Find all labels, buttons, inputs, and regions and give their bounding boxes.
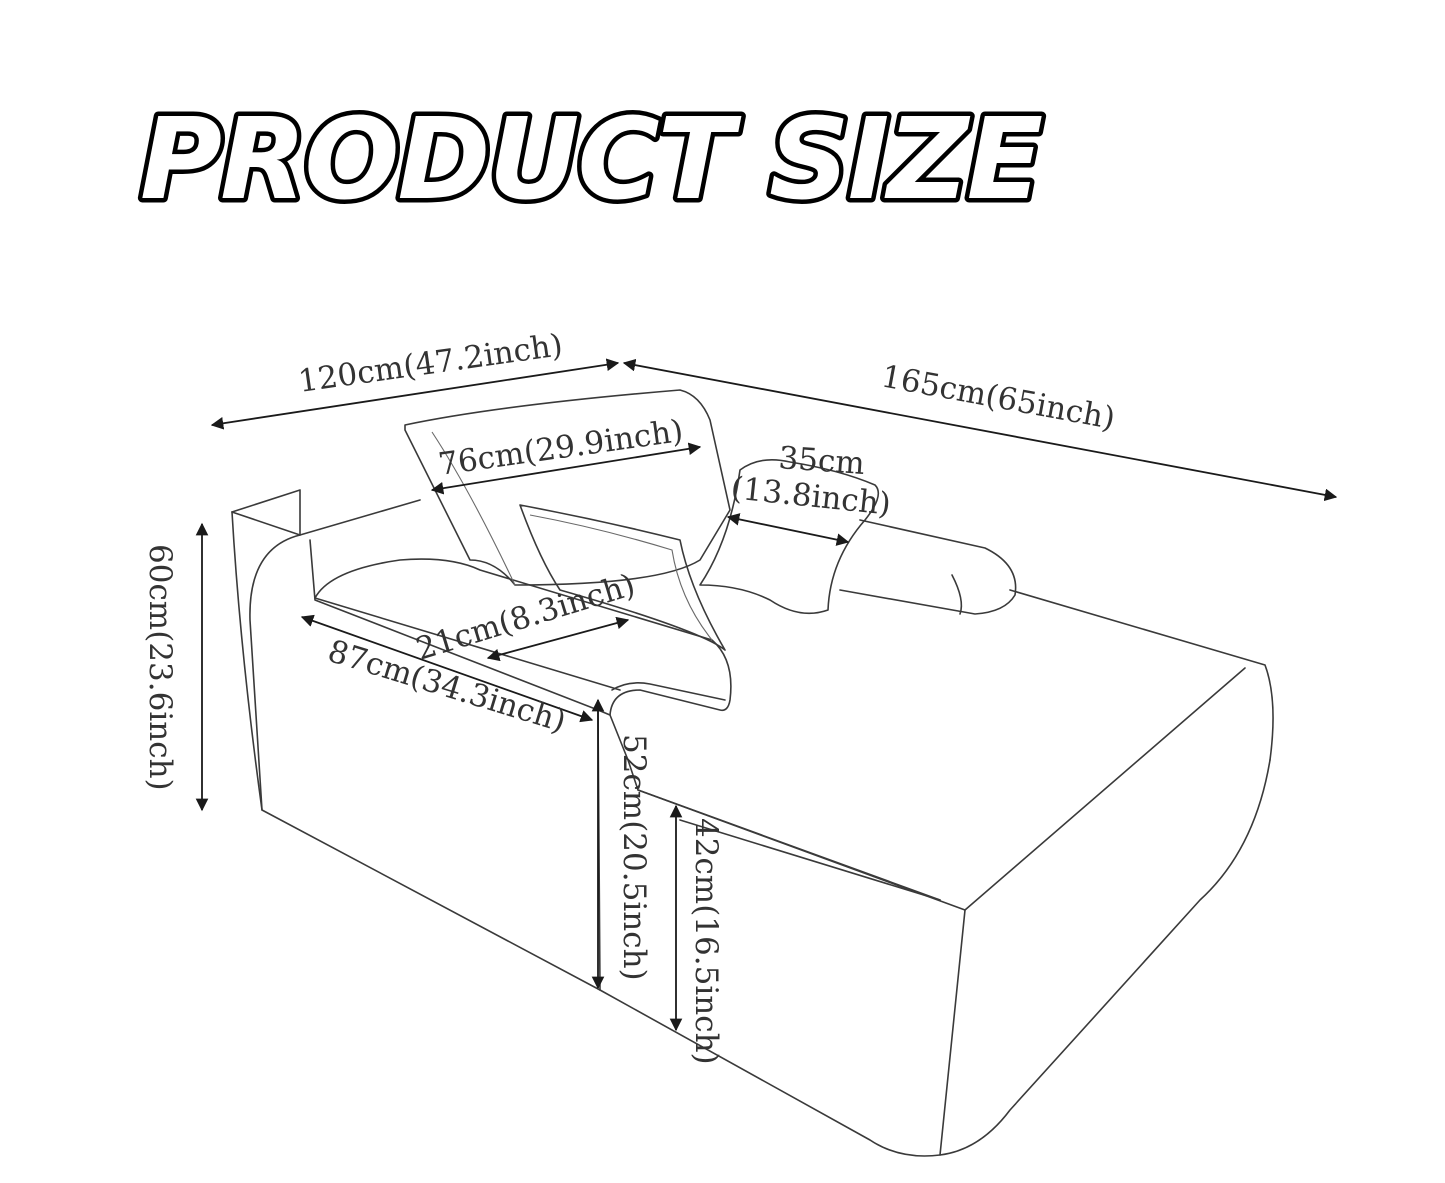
inner-arm-face: [609, 714, 941, 901]
overall-length-arrow: [622, 358, 1338, 502]
front-arm-cushion: [314, 558, 732, 716]
backrest-width-label: 76cm(29.9inch): [436, 413, 685, 483]
rear-bolster-front: [951, 574, 963, 615]
seat-front-face-edge: [679, 819, 941, 901]
overall-length-label: 165cm(65inch): [879, 358, 1118, 437]
armrest-width-label: 21cm(8.3inch): [412, 567, 640, 668]
left-arm-front-face: [231, 511, 263, 811]
armrest-length-arrow: [300, 614, 594, 723]
square-pillow: [519, 504, 726, 651]
dimension-arrows: [195, 358, 1338, 1032]
backrest-top-edge: [299, 499, 421, 536]
overall-width-label: 120cm(47.2inch): [296, 327, 565, 400]
pillow-width-inch-label: (13.8inch): [729, 470, 892, 523]
left-arm-top-edge: [231, 511, 301, 536]
pillow-width-arrow: [726, 513, 850, 546]
rear-bolster: [839, 519, 1017, 615]
square-pillow-seam: [529, 514, 713, 641]
pillow-width-cm-label: 35cm: [777, 440, 866, 482]
seat-back-edge: [1009, 589, 1274, 761]
seat-front-corner: [939, 909, 966, 1156]
backrest-panel: [404, 389, 731, 586]
overall-width-arrow: [210, 358, 620, 430]
backrest-width-arrow: [430, 442, 702, 495]
front-arm-cushion-end: [611, 682, 726, 701]
overall-height-label: 60cm(23.6inch): [142, 544, 178, 791]
dimension-labels: 120cm(47.2inch) 165cm(65inch) 76cm(29.9i…: [142, 327, 1118, 1064]
left-arm-outer-face: [231, 489, 601, 991]
armrest-height-label: 52cm(20.5inch): [616, 734, 652, 981]
page-title: PRODUCT SIZE: [140, 95, 1043, 225]
seat-side-face: [599, 759, 1271, 1157]
seat-height-label: 42cm(16.5inch): [688, 818, 724, 1065]
